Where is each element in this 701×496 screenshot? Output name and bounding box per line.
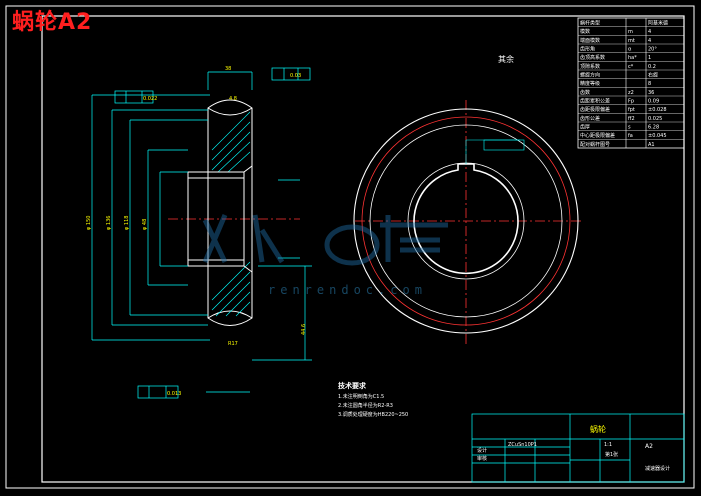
param-cell: m	[628, 29, 633, 35]
tech-req-heading: 技术要求	[338, 381, 367, 390]
title-block-designer: 设计	[477, 447, 487, 454]
param-cell: s	[628, 124, 631, 130]
section-depth: 4.8	[229, 96, 237, 102]
param-cell: 1	[648, 55, 651, 61]
title-block-checker: 审核	[477, 455, 487, 462]
param-cell: 20°	[648, 46, 657, 52]
title-block-main: 蜗轮	[590, 424, 606, 434]
tol-top: 0.03	[290, 73, 301, 79]
param-cell: 齿距极限偏差	[580, 106, 610, 113]
pitch-circle	[361, 116, 571, 326]
dim-top-width: 38	[225, 66, 231, 72]
tech-req-item: 1.未注明倒角为C1.5	[338, 393, 384, 400]
param-cell: 齿数	[580, 89, 590, 96]
param-cell: 齿形公差	[580, 115, 600, 122]
param-cell: 齿厚	[580, 124, 590, 130]
param-cell: fpt	[628, 107, 635, 113]
dim-vert-4: φ 48	[142, 219, 148, 230]
param-cell: 0.025	[648, 116, 662, 122]
inner-frame	[41, 15, 685, 483]
param-cell: 36	[648, 90, 654, 96]
param-cell: 阿基米德	[648, 19, 668, 26]
param-cell: 右旋	[648, 71, 658, 78]
param-cell: 蜗杆类型	[580, 19, 600, 26]
param-cell: c*	[628, 64, 634, 70]
sheet-title: 蜗轮A2	[12, 10, 93, 35]
dim-bottom-radius: R17	[228, 341, 238, 347]
tech-req-list: 1.未注明倒角为C1.5 2.未注圆角半径为R2-R3 3.调质处理硬度为HB220…	[338, 393, 408, 418]
title-block-sheet: 第1张	[605, 451, 618, 458]
param-cell: ff2	[628, 116, 635, 122]
param-cell: 齿形角	[580, 45, 595, 52]
front-view	[353, 100, 584, 345]
title-block-company: 减速器设计	[645, 465, 670, 472]
tol-lower: 0.013	[167, 391, 181, 397]
param-cell: 螺旋方向	[580, 71, 600, 78]
param-cell: Fp	[628, 98, 634, 104]
param-cell: 精度等级	[580, 80, 600, 87]
title-block-scale: 1:1	[604, 442, 612, 448]
tech-req-item: 3.调质处理硬度为HB220~250	[338, 411, 408, 418]
param-cell: 4	[648, 29, 651, 35]
dim-vert-1: φ 150	[86, 216, 92, 230]
param-cell: 顶隙系数	[580, 63, 600, 70]
param-cell: 齿距累积公差	[580, 97, 610, 104]
roughness-other: 其余	[498, 54, 514, 64]
title-block	[471, 413, 685, 483]
param-cell: A1	[648, 142, 655, 148]
side-view: 38 0.03 4.8 0.022 0.013 R17 44.6 φ 150 φ…	[86, 66, 312, 399]
param-cell: 模数	[580, 28, 590, 35]
param-cell: 6.28	[648, 124, 659, 130]
param-cell: ±0.028	[648, 107, 667, 113]
param-cell: ±0.045	[648, 133, 667, 139]
dim-vert-2: φ 136	[106, 216, 112, 230]
param-cell: ha*	[628, 55, 637, 61]
param-cell: 中心距极限偏差	[580, 132, 615, 139]
param-cell: 端面模数	[580, 37, 600, 44]
param-cell: 0.2	[648, 64, 656, 70]
param-cell: z2	[628, 90, 634, 96]
watermark	[202, 214, 448, 266]
tol-upper: 0.022	[143, 96, 157, 102]
root-circle	[369, 124, 563, 318]
dim-hub-depth: 44.6	[301, 324, 307, 335]
dim-vert-3: φ 118	[124, 216, 130, 230]
outer-frame	[5, 5, 695, 489]
title-block-material: ZCuSn10P1	[508, 442, 537, 448]
param-cell: 8	[648, 81, 651, 87]
outer-circle	[353, 108, 579, 334]
param-cell: 配对蜗杆图号	[580, 141, 610, 148]
param-cell: 0.09	[648, 98, 659, 104]
param-cell: α	[628, 46, 632, 52]
watermark-url: renrendoc.com	[268, 283, 427, 297]
param-cell: fa	[628, 133, 633, 139]
keyway-bore	[413, 163, 519, 275]
title-block-drawing-no: A2	[645, 443, 653, 450]
param-cell: mt	[628, 38, 635, 44]
param-cell: 齿顶高系数	[580, 54, 605, 61]
param-cell: 4	[648, 38, 651, 44]
tech-req-item: 2.未注圆角半径为R2-R3	[338, 402, 393, 409]
